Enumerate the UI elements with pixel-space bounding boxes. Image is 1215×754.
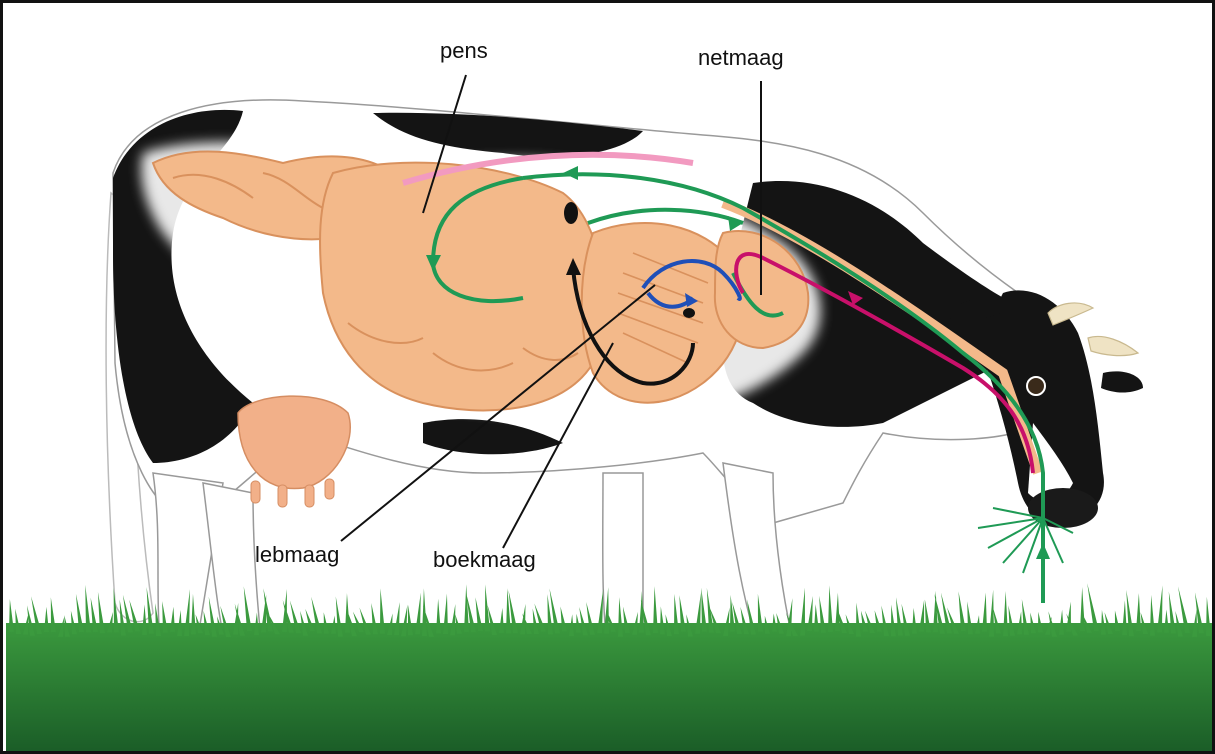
label-lebmaag: lebmaag: [255, 544, 339, 566]
label-netmaag: netmaag: [698, 47, 784, 69]
label-boekmaag: boekmaag: [433, 549, 536, 571]
label-pens: pens: [440, 40, 488, 62]
cow-illustration: [3, 3, 1215, 754]
udder: [238, 396, 350, 507]
